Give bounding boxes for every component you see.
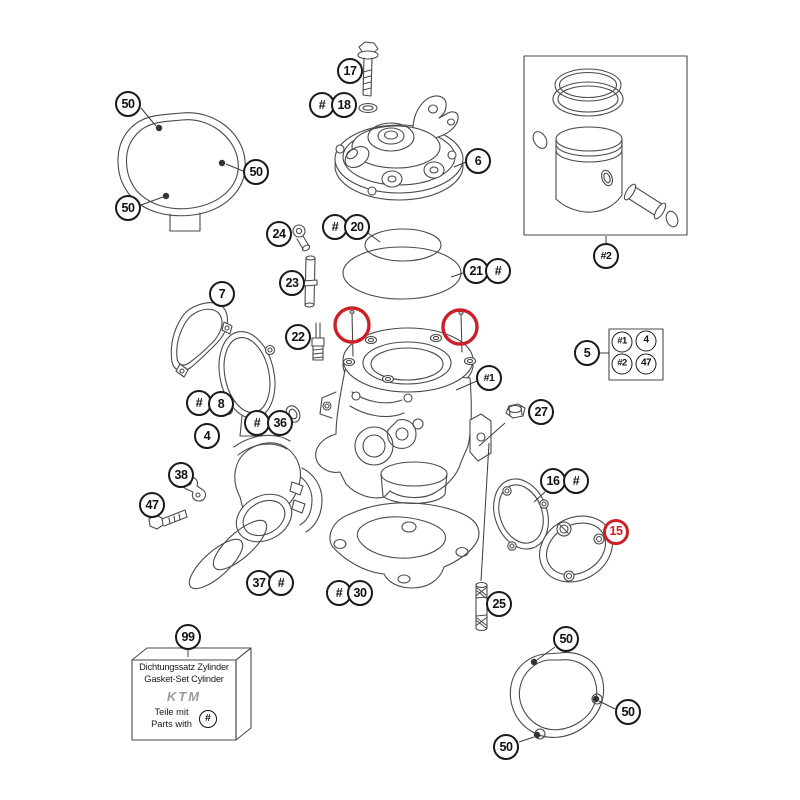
hash-circle-icon: # [198,709,217,728]
part-head-orings [342,228,462,300]
box-line-en: Gasket-Set Cylinder [144,673,224,684]
part-piston-kit-box [523,55,688,236]
box-line-de: Dichtungssatz Zylinder [139,662,229,672]
leader-line [533,491,546,503]
leader-line [225,163,244,172]
callout-hash1[interactable]: #1 [611,331,633,353]
callout-47[interactable]: 47 [635,353,657,375]
leader-line [598,700,616,710]
part-tube [302,255,318,308]
part-gasket-oval [493,478,549,551]
box-note-de: Teile mit [154,707,189,717]
callout-hash[interactable]: # [485,258,511,284]
part-head-cover-gasket-right [509,651,605,740]
leader-line [455,380,478,391]
part-intake-flange [233,434,323,543]
part-cover-oval [539,515,613,583]
leader-dot [218,159,226,167]
part-cylinder [315,327,492,505]
leader-line [536,646,556,661]
callout-hash[interactable]: # [309,92,335,118]
callout-50[interactable]: 50 [243,159,269,185]
callout-25[interactable]: 25 [486,591,512,617]
callout-50[interactable]: 50 [115,91,141,117]
callout-47[interactable]: 47 [139,492,165,518]
highlight-markers [333,306,479,346]
leader-line [140,107,157,127]
callout-22[interactable]: 22 [285,324,311,350]
callout-36[interactable]: 36 [267,410,293,436]
part-collar-screw [357,41,379,97]
leader-dot [533,731,541,739]
leader-line [478,422,506,447]
callout-18[interactable]: 18 [331,92,357,118]
callout-6[interactable]: 6 [465,148,491,174]
callout-27[interactable]: 27 [528,399,554,425]
part-nut [505,403,526,419]
part-stud-long [475,581,488,632]
callout-5[interactable]: 5 [574,340,600,366]
callout-7[interactable]: 7 [209,281,235,307]
callout-4[interactable]: 4 [635,330,657,352]
callout-20[interactable]: 20 [344,214,370,240]
leader-line [480,442,490,582]
part-gasket-set-box [131,647,252,741]
callout-hash1[interactable]: #1 [476,365,502,391]
box-note: Teile mit Parts with # [133,707,235,730]
leader-line [367,232,381,243]
callout-4[interactable]: 4 [194,423,220,449]
part-base-gasket [329,502,480,589]
callout-50[interactable]: 50 [115,195,141,221]
callout-15-highlighted[interactable]: 15 [603,519,629,545]
leader-dot [530,658,538,666]
box-note-en: Parts with [151,718,192,729]
leader-line [453,161,467,168]
callout-hash2[interactable]: #2 [593,243,619,269]
leader-line [518,736,535,743]
leader-dot [162,192,170,200]
part-stud-small [311,322,325,361]
leader-lines [140,107,664,743]
callout-24[interactable]: 24 [266,221,292,247]
callout-30[interactable]: 30 [347,580,373,606]
legend-frame [608,328,664,381]
leader-line [140,196,164,206]
callout-hash[interactable]: # [268,570,294,596]
leader-dot [592,695,600,703]
callout-8[interactable]: 8 [208,391,234,417]
part-cylinder-head [334,95,464,201]
part-washer [358,102,378,114]
callout-hash2[interactable]: #2 [611,353,633,375]
leader-dot [155,124,163,132]
highlight-circle [441,308,479,346]
leader-line [450,272,464,278]
part-orings-pair [188,519,268,590]
callout-50[interactable]: 50 [493,734,519,760]
callout-99[interactable]: 99 [175,624,201,650]
highlight-circle [333,306,371,344]
callout-hash[interactable]: # [563,468,589,494]
ktm-logo: KTM [166,689,202,704]
part-valve-cover [170,302,233,378]
callout-50[interactable]: 50 [553,626,579,652]
part-head-cover-gasket-left [117,112,246,232]
callout-38[interactable]: 38 [168,462,194,488]
callout-17[interactable]: 17 [337,58,363,84]
callout-21[interactable]: 21 [463,258,489,284]
part-banjo-fitting [292,224,311,252]
callout-50[interactable]: 50 [615,699,641,725]
callout-23[interactable]: 23 [279,270,305,296]
gasket-set-box-label: Dichtungssatz Zylinder Gasket-Set Cylind… [133,662,235,738]
